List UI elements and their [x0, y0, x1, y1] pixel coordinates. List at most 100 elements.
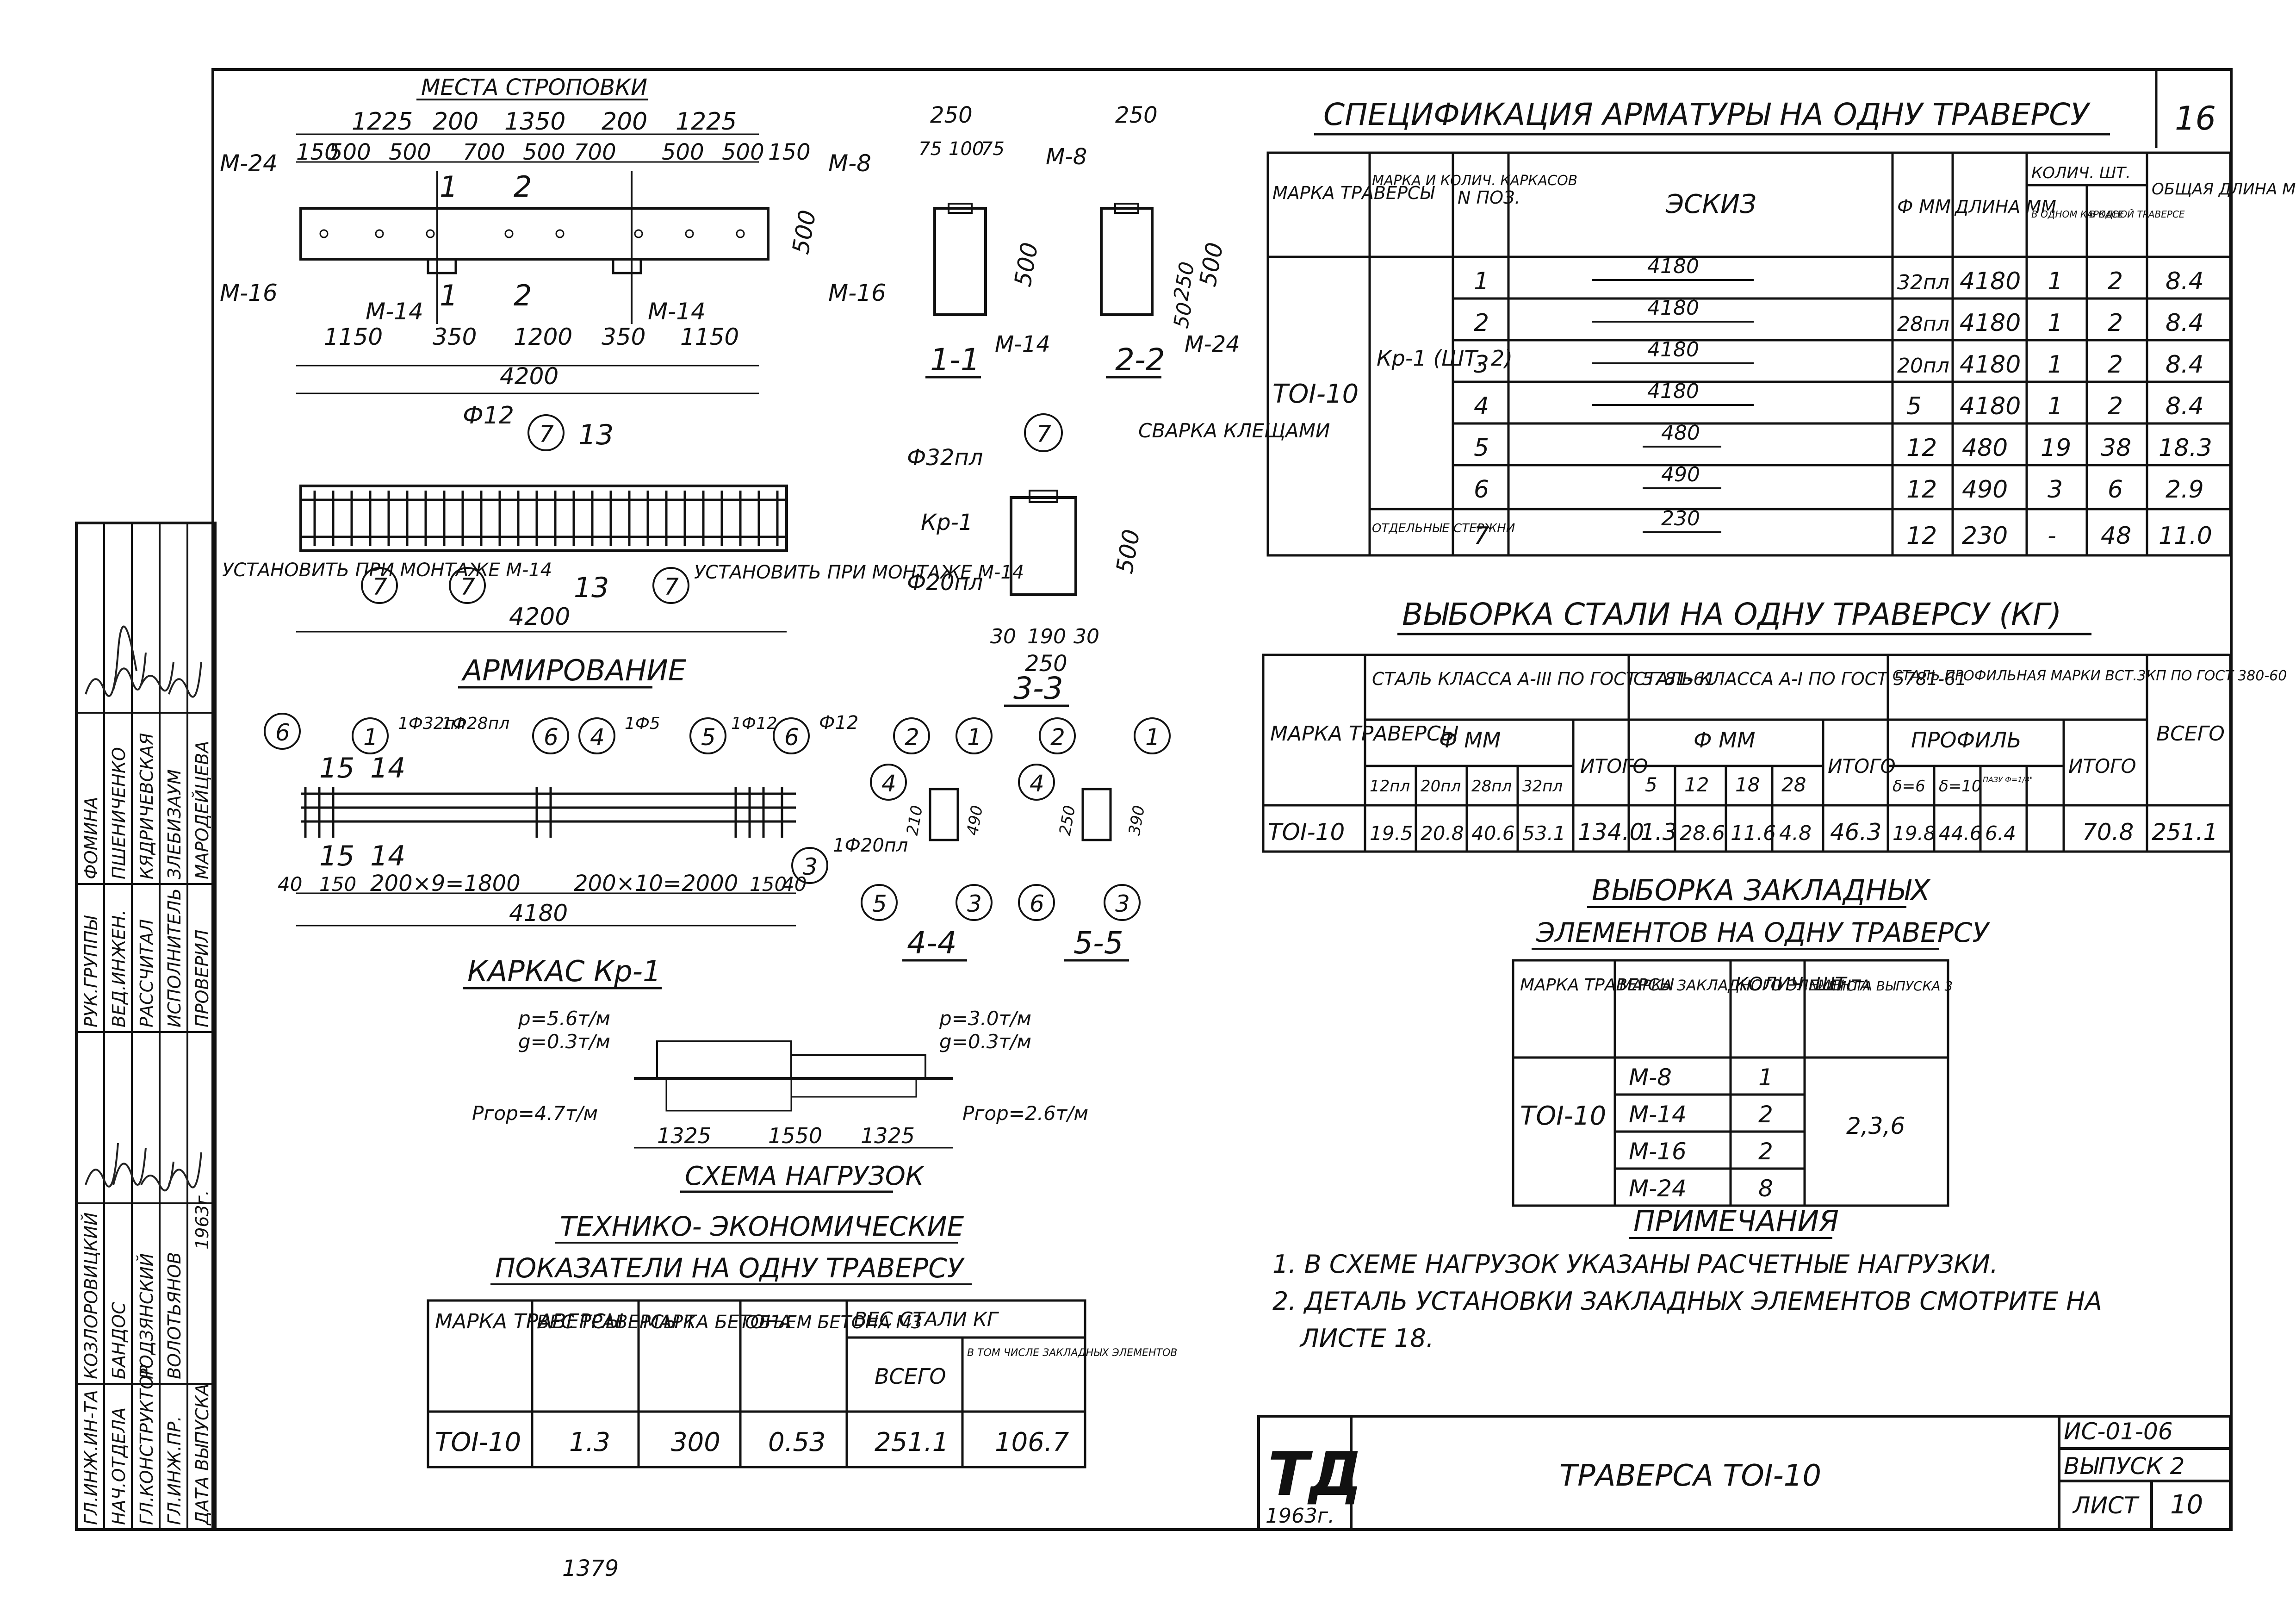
load-scheme: р=5.6т/м g=0.3т/м р=3.0т/м g=0.3т/м Ргор…: [472, 1007, 1088, 1193]
svg-text:19.8: 19.8: [1893, 822, 1936, 845]
svg-text:М-24: М-24: [1629, 1175, 1687, 1202]
svg-text:g=0.3т/м: g=0.3т/м: [939, 1030, 1031, 1053]
svg-text:46.3: 46.3: [1830, 819, 1881, 846]
svg-text:ТОI-10: ТОI-10: [1268, 819, 1345, 846]
svg-text:1550: 1550: [768, 1123, 822, 1148]
cage-title: КАРКАС Кр-1: [467, 954, 661, 988]
svg-text:СТАЛЬ КЛАССА А-III ПО ГОСТ 578: СТАЛЬ КЛАССА А-III ПО ГОСТ 5781-61: [1372, 669, 1716, 689]
svg-text:1: 1: [967, 724, 982, 751]
svg-text:М-16: М-16: [1629, 1138, 1687, 1165]
svg-text:4180: 4180: [509, 900, 568, 927]
svg-text:5: 5: [1474, 434, 1489, 462]
notes-title: ПРИМЕЧАНИЯ: [1633, 1204, 1839, 1238]
svg-text:ИТОГО: ИТОГО: [2068, 755, 2136, 778]
corner-number-text: 16: [2175, 100, 2216, 137]
svg-text:250: 250: [1115, 102, 1158, 128]
svg-text:0.53: 0.53: [768, 1427, 826, 1457]
svg-text:28.6: 28.6: [1680, 821, 1725, 845]
svg-text:500: 500: [662, 139, 704, 165]
svg-text:1Ф32пл: 1Ф32пл: [398, 714, 465, 733]
svg-text:р=5.6т/м: р=5.6т/м: [518, 1007, 610, 1030]
svg-text:70.8: 70.8: [2082, 819, 2134, 846]
svg-text:700: 700: [463, 139, 505, 165]
svg-text:500: 500: [1111, 527, 1145, 575]
svg-text:480: 480: [1962, 434, 2008, 462]
stamp-frame: [75, 522, 217, 1531]
left-mount-note: УСТАНОВИТЬ ПРИ МОНТАЖЕ М-14: [222, 560, 552, 581]
svg-text:Ф ММ: Ф ММ: [1694, 728, 1756, 753]
svg-text:РАССЧИТАЛ: РАССЧИТАЛ: [137, 919, 157, 1027]
svg-text:Ргор=4.7т/м: Ргор=4.7т/м: [472, 1102, 598, 1125]
section-label-3-3: 3-3: [1013, 671, 1063, 706]
svg-text:490: 490: [1962, 476, 2008, 504]
svg-text:ПШЕНИЧЕНКО: ПШЕНИЧЕНКО: [109, 747, 129, 879]
svg-text:№ ЛИСТА ВЫПУСКА 3: № ЛИСТА ВЫПУСКА 3: [1808, 978, 1953, 994]
svg-text:2: 2: [1758, 1101, 1773, 1128]
svg-text:2: 2: [2108, 268, 2123, 295]
svg-text:ВЫПУСК 2: ВЫПУСК 2: [2064, 1453, 2184, 1480]
svg-text:КОЗЛОРОВИЦКИЙ: КОЗЛОРОВИЦКИЙ: [81, 1213, 101, 1379]
svg-text:2,3,6: 2,3,6: [1846, 1113, 1905, 1139]
svg-text:В ОДНОМ КАРКАСЕ: В ОДНОМ КАРКАСЕ: [2031, 209, 2124, 220]
svg-text:ТЕХНИКО- ЭКОНОМИЧЕСКИЕ: ТЕХНИКО- ЭКОНОМИЧЕСКИЕ: [560, 1211, 964, 1242]
svg-text:2: 2: [1050, 724, 1065, 751]
svg-text:106.7: 106.7: [995, 1427, 1069, 1457]
svg-text:Кр-1 (ШТ. 2): Кр-1 (ШТ. 2): [1377, 346, 1513, 371]
svg-text:ГЛ.КОНСТРУКТОР: ГЛ.КОНСТРУКТОР: [137, 1365, 157, 1525]
svg-text:4180: 4180: [1647, 380, 1699, 403]
svg-text:7: 7: [664, 573, 679, 600]
svg-text:6: 6: [2108, 476, 2123, 504]
svg-text:ОТДЕЛЬНЫЕ СТЕРЖНИ: ОТДЕЛЬНЫЕ СТЕРЖНИ: [1372, 522, 1515, 535]
section-5-5: 2 1 4 3 6 250 390 5-5: [1018, 717, 1171, 962]
svg-text:М-14: М-14: [648, 298, 706, 325]
svg-text:500: 500: [787, 208, 821, 256]
svg-text:КЯДРИЧЕВСКАЯ: КЯДРИЧЕВСКАЯ: [137, 733, 157, 879]
svg-text:Ф20пл: Ф20пл: [907, 570, 983, 596]
svg-text:Ф ММ: Ф ММ: [1439, 728, 1501, 753]
svg-text:8.4: 8.4: [2166, 268, 2204, 295]
svg-text:Ф ММ: Ф ММ: [1897, 196, 1951, 218]
svg-text:18.3: 18.3: [2159, 434, 2212, 462]
svg-text:8.4: 8.4: [2166, 309, 2204, 337]
svg-text:МАРКА БЕТОНА: МАРКА БЕТОНА: [643, 1312, 792, 1333]
svg-text:4: 4: [1474, 392, 1489, 420]
svg-text:М-24: М-24: [1185, 331, 1240, 357]
svg-text:g=0.3т/м: g=0.3т/м: [518, 1030, 610, 1053]
title-block: ТД 1963г. ТРАВЕРСА ТОI-10 ИС-01-06 ВЫПУС…: [1257, 1415, 2232, 1531]
svg-text:28пл: 28пл: [1471, 777, 1512, 796]
svg-text:2: 2: [905, 724, 919, 751]
svg-text:350: 350: [433, 324, 477, 350]
svg-text:40.6: 40.6: [1471, 822, 1515, 845]
svg-text:250: 250: [930, 102, 973, 128]
svg-text:230: 230: [1661, 507, 1700, 530]
svg-text:ИС-01-06: ИС-01-06: [2064, 1418, 2173, 1445]
svg-text:М-14: М-14: [366, 298, 423, 325]
svg-text:МАРКА ТРАВЕРСЫ: МАРКА ТРАВЕРСЫ: [1520, 976, 1674, 995]
svg-text:ТОI-10: ТОI-10: [1272, 379, 1359, 409]
svg-text:251.1: 251.1: [2152, 819, 2218, 846]
svg-text:350: 350: [602, 324, 645, 350]
svg-text:250: 250: [1169, 260, 1199, 303]
svg-text:3: 3: [1474, 351, 1489, 379]
svg-text:1: 1: [363, 724, 378, 751]
svg-text:ВСЕГО: ВСЕГО: [2156, 722, 2225, 746]
svg-text:1200: 1200: [514, 324, 572, 350]
svg-text:1Ф5: 1Ф5: [625, 714, 660, 733]
svg-text:7: 7: [460, 573, 475, 600]
svg-text:30: 30: [1074, 625, 1099, 648]
svg-text:15: 15: [319, 840, 354, 872]
svg-text:4200: 4200: [509, 603, 570, 631]
svg-text:6.4: 6.4: [1985, 822, 2016, 845]
svg-text:ИСПОЛНИТЕЛЬ: ИСПОЛНИТЕЛЬ: [164, 888, 185, 1027]
m16-label: М-16: [220, 280, 278, 306]
svg-text:ВСЕГО: ВСЕГО: [875, 1364, 946, 1389]
svg-text:1150: 1150: [324, 324, 383, 350]
svg-text:-: -: [2048, 522, 2056, 550]
svg-text:50: 50: [1169, 300, 1197, 330]
svg-text:1963г.: 1963г.: [192, 1190, 212, 1250]
svg-text:6: 6: [544, 724, 558, 751]
svg-text:5: 5: [1645, 773, 1657, 796]
svg-text:ЭЛЕМЕНТОВ НА ОДНУ ТРАВЕРСУ: ЭЛЕМЕНТОВ НА ОДНУ ТРАВЕРСУ: [1536, 917, 1990, 948]
svg-text:2.9: 2.9: [2166, 476, 2204, 504]
